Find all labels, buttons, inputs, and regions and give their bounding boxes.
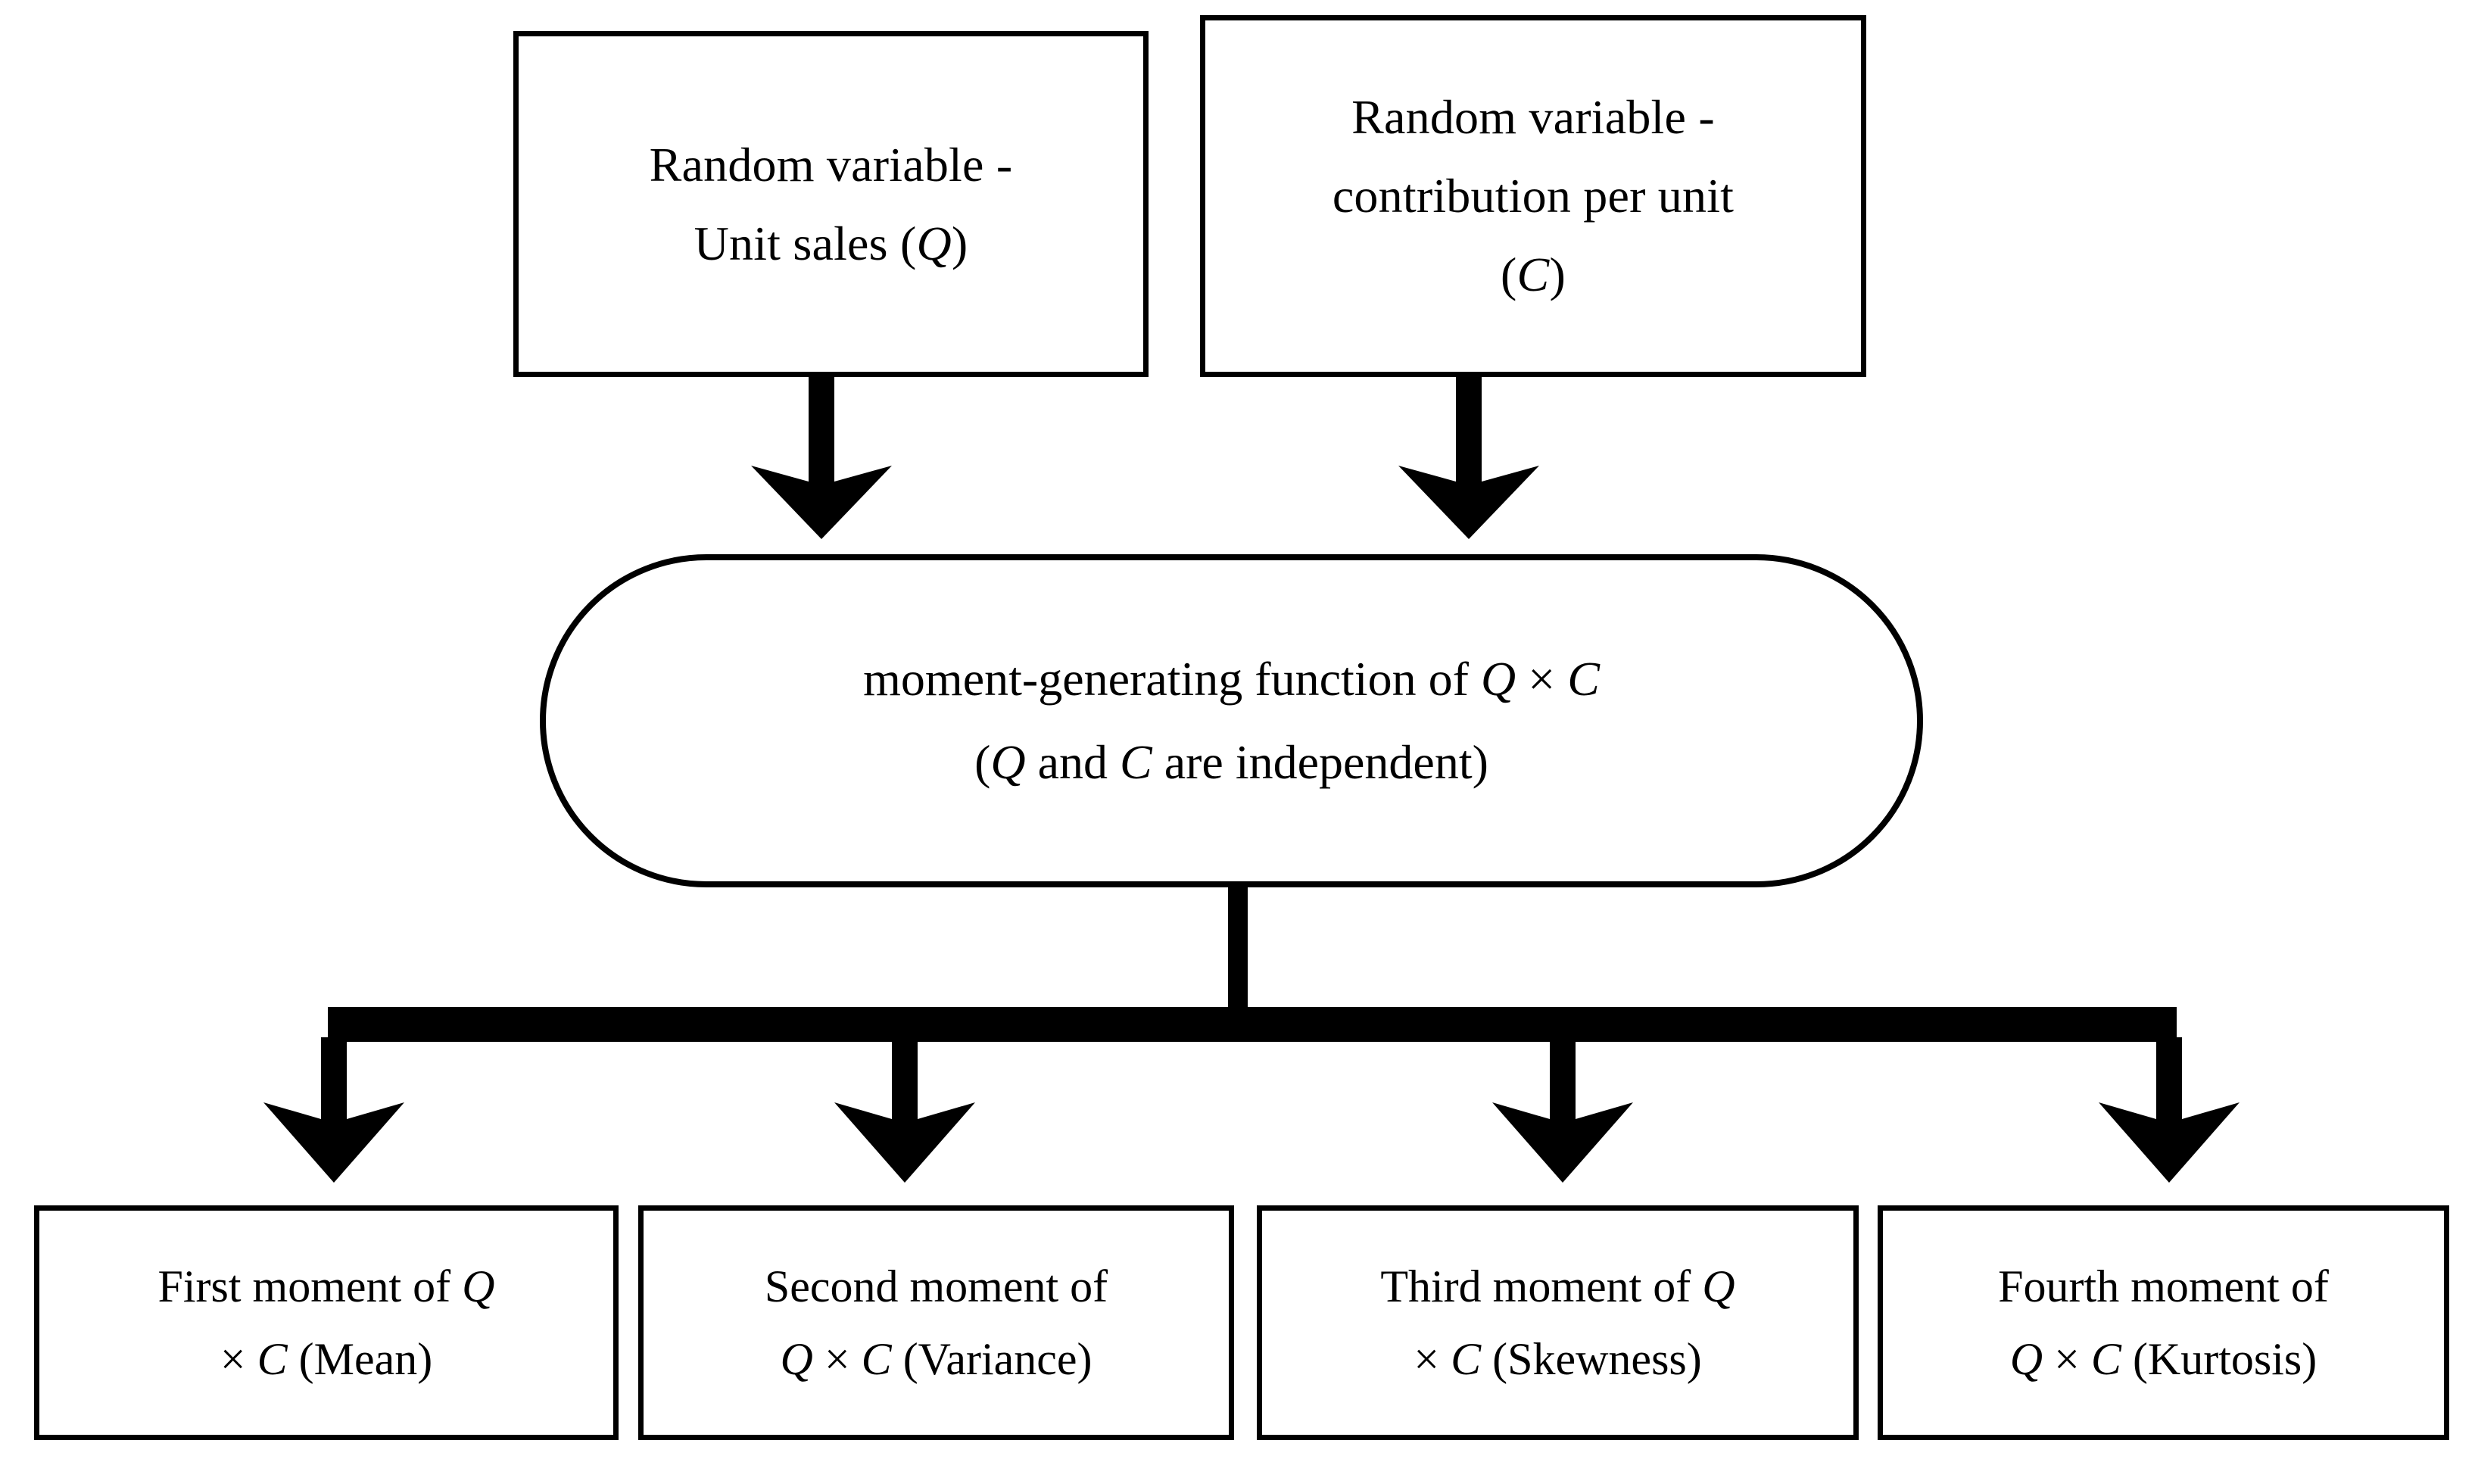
connector-bus-to-second-moment <box>834 1037 975 1183</box>
node-contribution-line-2: contribution per unit <box>1332 169 1735 223</box>
connector-unit-sales-to-mgf <box>751 373 892 539</box>
node-fourth-moment-kurtosis[interactable]: Fourth moment of Q × C (Kurtosis) <box>1878 1205 2449 1440</box>
connector-bus-to-first-moment <box>263 1037 404 1183</box>
node-first-moment-line-2: × C (Mean) <box>220 1334 433 1384</box>
node-first-moment-line-1: First moment of Q <box>157 1261 495 1311</box>
connector-bus-to-third-moment <box>1492 1037 1633 1183</box>
node-contribution-per-unit[interactable]: Random variable - contribution per unit … <box>1200 15 1866 377</box>
node-fourth-moment-line-2: Q × C (Kurtosis) <box>2009 1334 2317 1384</box>
node-third-moment-line-1: Third moment of Q <box>1380 1261 1735 1311</box>
distribution-bus <box>328 1007 2177 1042</box>
node-contribution-line-1: Random variable - <box>1351 90 1715 145</box>
node-unit-sales[interactable]: Random variable - Unit sales (Q) <box>513 31 1149 377</box>
node-moment-generating-function[interactable]: moment-generating function of Q × C (Q a… <box>540 554 1923 887</box>
node-mgf-line-2: (Q and C are independent) <box>974 735 1488 789</box>
node-third-moment-line-2: × C (Skewness) <box>1414 1334 1702 1384</box>
node-mgf-line-1: moment-generating function of Q × C <box>863 651 1600 706</box>
node-second-moment-variance[interactable]: Second moment of Q × C (Variance) <box>638 1205 1234 1440</box>
node-unit-sales-line-2: Unit sales (Q) <box>694 216 968 270</box>
node-third-moment-skewness[interactable]: Third moment of Q × C (Skewness) <box>1257 1205 1859 1440</box>
connector-bus-to-fourth-moment <box>2099 1037 2240 1183</box>
node-fourth-moment-line-1: Fourth moment of <box>1998 1261 2329 1311</box>
node-second-moment-line-1: Second moment of <box>764 1261 1108 1311</box>
node-contribution-line-3: (C) <box>1501 247 1566 301</box>
node-unit-sales-line-1: Random variable - <box>649 137 1013 192</box>
connector-mgf-stem <box>1228 882 1248 1017</box>
connector-contribution-to-mgf <box>1398 373 1539 539</box>
node-second-moment-line-2: Q × C (Variance) <box>780 1334 1093 1384</box>
node-first-moment-mean[interactable]: First moment of Q × C (Mean) <box>34 1205 619 1440</box>
